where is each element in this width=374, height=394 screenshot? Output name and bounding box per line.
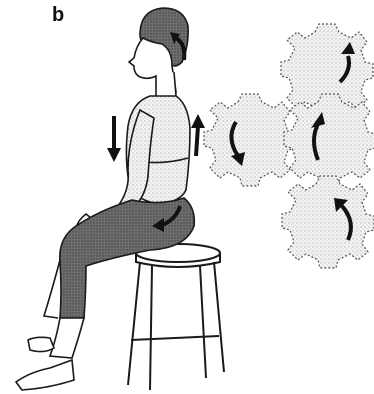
foot-left	[28, 337, 54, 351]
foot-right	[16, 360, 74, 390]
shin	[50, 318, 84, 358]
arrow-up-icon	[191, 114, 205, 156]
gear-icon	[204, 94, 296, 186]
seated-woman	[16, 8, 194, 390]
gear-icon	[284, 94, 374, 186]
gear-icon	[282, 176, 374, 268]
arrow-down-icon	[107, 116, 121, 162]
stool	[128, 244, 224, 390]
